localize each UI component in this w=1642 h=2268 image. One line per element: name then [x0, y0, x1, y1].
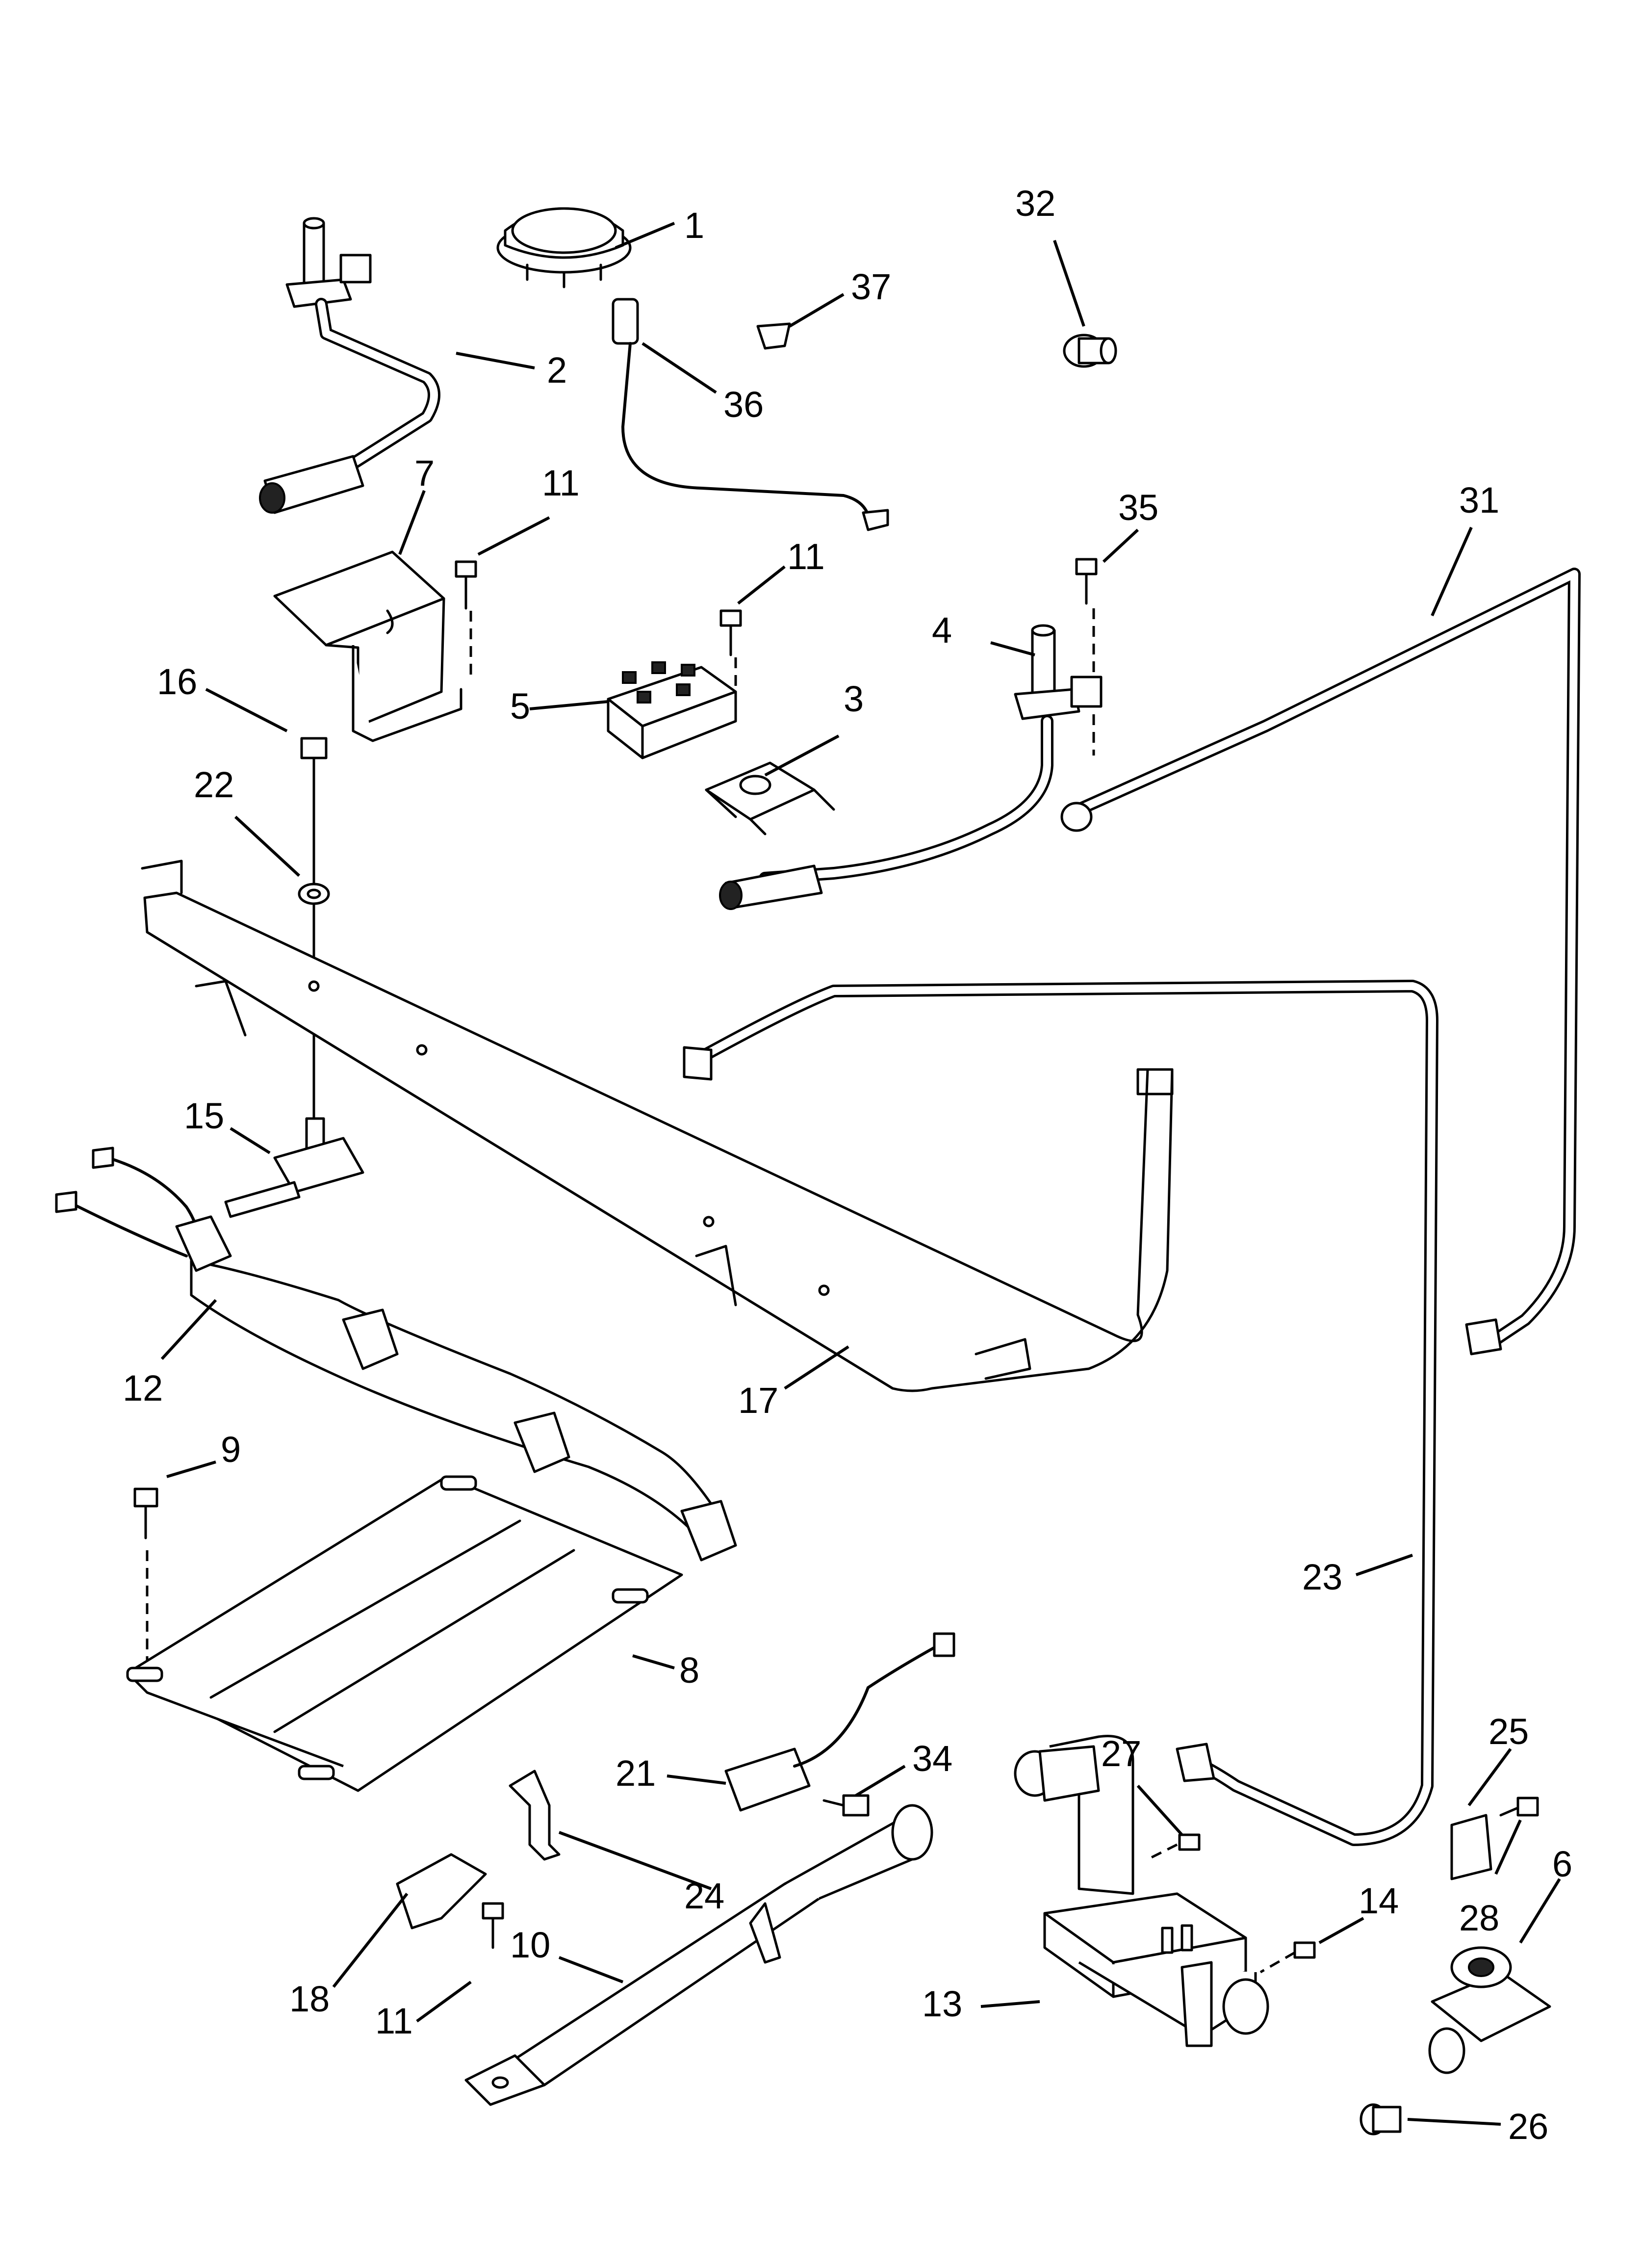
burner-valve-15-part	[224, 1117, 364, 1218]
callout-36: 36	[723, 384, 764, 425]
screw-11-upper-left	[455, 560, 477, 679]
callout-24: 24	[684, 1876, 724, 1916]
callout-10: 10	[510, 1925, 550, 1965]
grommet-part	[756, 322, 791, 350]
rear-burner-orifice-tube-part	[719, 624, 1103, 910]
sensor-21-part	[724, 1632, 955, 1812]
callout-23: 23	[1302, 1557, 1342, 1597]
callout-16: 16	[157, 661, 197, 702]
callout-27: 27	[1101, 1733, 1141, 1774]
callout-17: 17	[738, 1380, 778, 1421]
callout-7: 7	[414, 453, 435, 494]
callout-35: 35	[1118, 487, 1158, 528]
ignition-bracket-part	[273, 550, 462, 742]
wire-harness-12-part	[55, 1147, 737, 1562]
callout-22: 22	[194, 764, 234, 805]
heat-shield-8-part	[126, 1475, 683, 1792]
oven-burner-10-part	[464, 1804, 933, 2106]
burner-cap-part	[496, 207, 632, 288]
burner-orifice-tube-part	[259, 217, 440, 514]
callout-1: 1	[684, 205, 704, 246]
callout-11-upper-left: 11	[542, 463, 580, 503]
washer-22-part	[298, 883, 330, 905]
screw-11-lower	[482, 1902, 504, 1949]
callout-25: 25	[1488, 1711, 1529, 1752]
manifold-frame-17-part	[141, 860, 1174, 1392]
callout-31: 31	[1459, 480, 1499, 521]
callout-9: 9	[221, 1429, 241, 1470]
callout-13: 13	[922, 1983, 962, 2024]
screw-35-part	[1075, 558, 1098, 756]
callout-34: 34	[912, 1738, 952, 1779]
module-clip-part	[705, 761, 835, 835]
screw-14-part	[1259, 1941, 1316, 1974]
callout-8: 8	[679, 1650, 699, 1691]
callout-4: 4	[932, 610, 952, 651]
callout-3: 3	[844, 678, 864, 719]
fitting-26-part	[1360, 2103, 1402, 2136]
clip-18-part	[396, 1853, 487, 1929]
callout-32: 32	[1015, 183, 1055, 224]
callout-14: 14	[1359, 1880, 1399, 1921]
screw-34-part	[822, 1794, 870, 1817]
screw-9-part	[133, 1487, 158, 1668]
callout-2: 2	[547, 350, 567, 391]
fitting-32-part	[1063, 334, 1117, 368]
pressure-regulator-13-part	[1014, 1735, 1269, 2047]
callout-18: 18	[289, 1979, 330, 2019]
spark-module-part	[607, 661, 737, 759]
gas-tube-23-part	[683, 980, 1438, 1846]
screw-16-part	[300, 737, 328, 1120]
callout-5: 5	[510, 686, 530, 727]
screw-11-upper-mid	[719, 609, 742, 687]
bracket-25-part	[1450, 1814, 1492, 1880]
callout-15: 15	[184, 1095, 224, 1136]
gas-supply-tube-31-part	[1060, 568, 1581, 1356]
screw-27-part	[1147, 1833, 1201, 1861]
gas-valve-6-part	[1428, 1946, 1551, 2074]
callout-37: 37	[851, 266, 891, 307]
bracket-24-part	[509, 1770, 561, 1861]
callout-26: 26	[1508, 2106, 1548, 2147]
callout-21: 21	[616, 1753, 656, 1794]
callout-11-upper-mid: 11	[787, 536, 825, 577]
screw-28-part	[1499, 1797, 1539, 1817]
callout-labels: 1 2 3 4 5 6 7 8 9 10 11 11 11 12 13 14 1…	[123, 183, 1572, 2147]
ignitor-electrode-part	[612, 298, 889, 531]
callout-6: 6	[1552, 1844, 1572, 1884]
callout-12: 12	[123, 1368, 163, 1408]
leader-lines	[160, 222, 1561, 2126]
callout-28: 28	[1459, 1898, 1499, 1938]
callout-11-lower: 11	[375, 2001, 413, 2041]
